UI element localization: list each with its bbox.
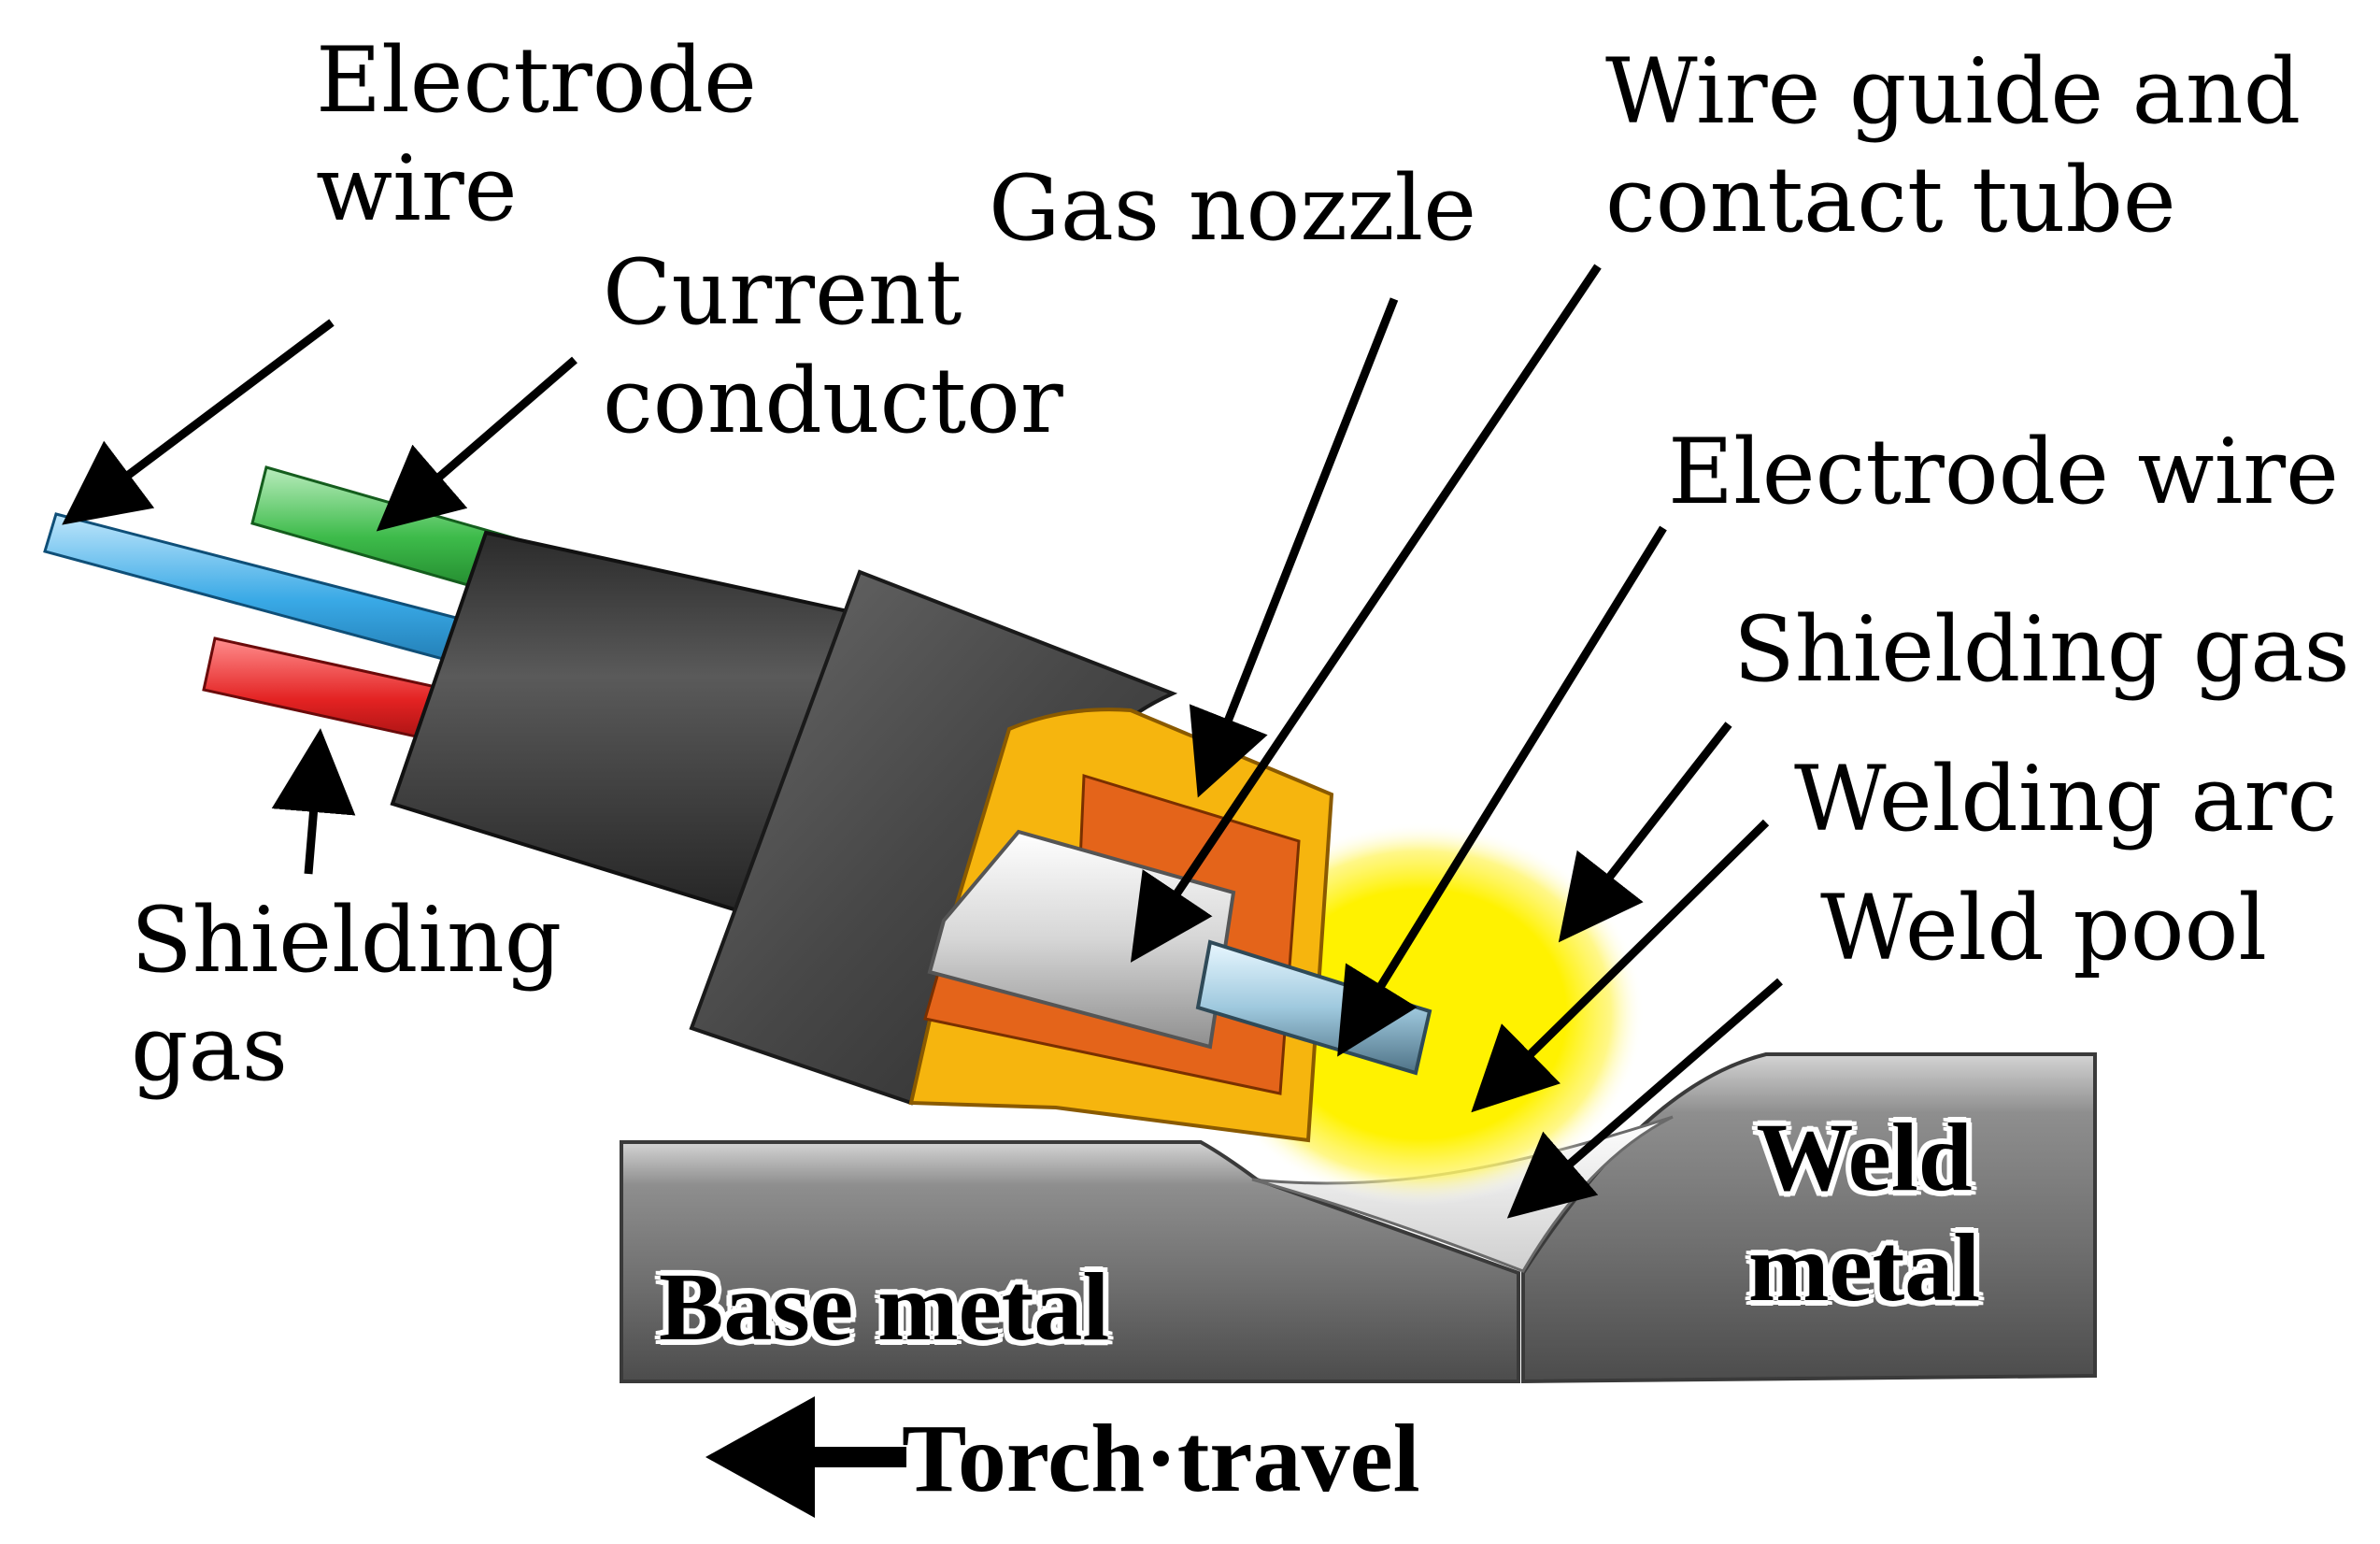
label-shielding-gas-left: Shielding gas xyxy=(131,886,562,1103)
label-gas-nozzle: Gas nozzle xyxy=(989,156,1476,261)
arrow-gas-nozzle xyxy=(1189,297,1399,798)
label-wire-guide-line1: Wire guide and xyxy=(1605,39,2302,144)
arrow-welding-arc xyxy=(1471,819,1770,1113)
arrow-electrode-wire-right xyxy=(1337,525,1667,1057)
label-current-conductor-line1: Current xyxy=(603,240,962,345)
label-shielding-gas-left-line2: gas xyxy=(131,996,288,1101)
leader-arrows xyxy=(62,264,1783,1219)
label-torch-travel: Torch·travel xyxy=(902,1405,1420,1512)
label-base-metal: Base metal xyxy=(659,1253,1110,1361)
arrow-weld-pool xyxy=(1506,978,1783,1219)
arrow-shielding-gas-right xyxy=(1558,722,1732,943)
label-weld-pool: Weld pool xyxy=(1820,876,2268,980)
label-welding-arc: Welding arc xyxy=(1794,747,2338,851)
label-shielding-gas-right: Shielding gas xyxy=(1733,597,2350,702)
label-shielding-gas-left-line1: Shielding xyxy=(131,888,563,993)
label-weld-metal: Weld metal xyxy=(1719,1103,2009,1323)
label-weld-metal-line1: Weld xyxy=(1756,1104,1973,1211)
label-weld-metal-line2: metal xyxy=(1747,1214,1981,1322)
label-electrode-wire-left: Electrode wire xyxy=(316,26,757,243)
base-metal-block xyxy=(620,1140,1520,1383)
arrow-shielding-gas-left xyxy=(271,728,356,875)
label-wire-guide-contact-tube: Wire guide and contact tube xyxy=(1605,37,2301,254)
label-electrode-wire-left-line1: Electrode xyxy=(316,28,757,133)
torch-travel-arrow xyxy=(705,1396,906,1518)
label-electrode-wire-left-line2: wire xyxy=(316,136,518,241)
arrow-electrode-wire-left xyxy=(62,319,335,525)
label-current-conductor-line2: conductor xyxy=(603,349,1063,453)
arrow-wire-guide xyxy=(1130,264,1602,963)
arrow-current-conductor xyxy=(376,356,577,532)
label-current-conductor: Current conductor xyxy=(603,238,1063,455)
label-electrode-wire-right: Electrode wire xyxy=(1668,420,2339,524)
label-wire-guide-line2: contact tube xyxy=(1605,148,2176,252)
